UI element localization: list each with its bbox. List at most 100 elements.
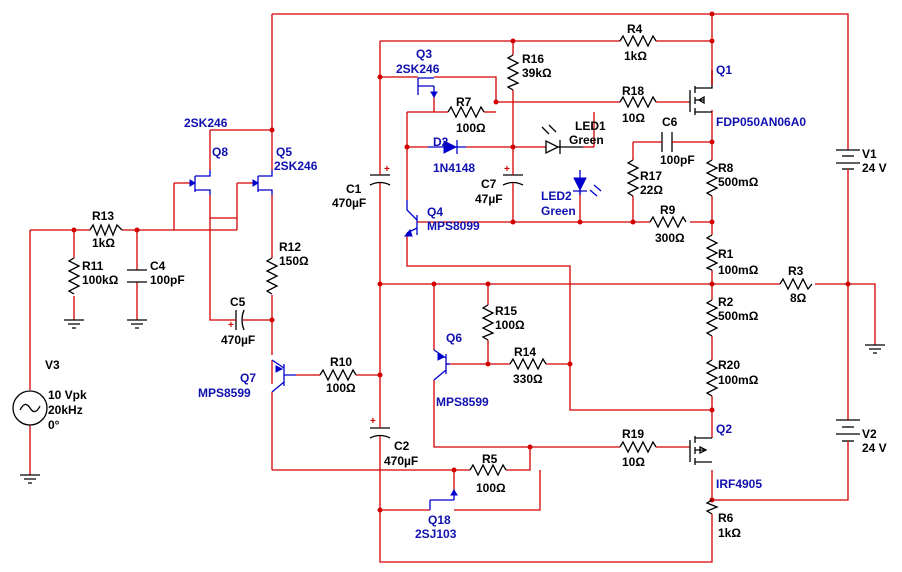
resistor-r16 [506,54,520,91]
q2-label: Q2 [716,422,732,436]
resistor-r8 [705,159,719,197]
r1-value: 100mΩ [718,263,759,277]
q5-label: Q5 [276,145,292,159]
capacitor-c1: + [369,164,391,195]
r9-label: R9 [660,203,676,217]
resistor-r6 [705,499,719,520]
led-led2 [573,170,602,197]
r2-value: 500mΩ [718,309,759,323]
resistor-r9 [649,215,687,229]
r17-label: R17 [640,169,662,183]
q8-label: Q8 [212,145,228,159]
jfet-q18 [429,489,458,510]
q1-value: FDP050AN06A0 [716,115,806,129]
resistor-r2 [705,299,719,337]
c7-label: C7 [481,177,497,191]
q7-value: MPS8599 [198,386,251,400]
r15-value: 100Ω [495,318,525,332]
led1-label: LED1 [575,119,606,133]
mosfet-q2 [689,436,712,465]
r16-label: R16 [522,52,544,66]
q18-value: 2SJ103 [415,527,457,541]
q1-label: Q1 [716,63,732,77]
r18-label: R18 [622,84,644,98]
svg-text:+: + [370,416,376,427]
r13-value: 1kΩ [92,236,115,250]
led2-value: Green [541,204,576,218]
q6-label: Q6 [446,331,462,345]
capacitor-c5: + [228,309,250,331]
r1-label: R1 [718,247,734,261]
bjt-q4 [403,200,418,237]
q4-label: Q4 [427,205,443,219]
c2-label: C2 [394,439,410,453]
r9-value: 300Ω [655,231,685,245]
r3-value: 8Ω [790,291,807,305]
resistor-r15 [481,304,495,341]
component-labels: R4 1kΩ R16 39kΩ Q3 2SK246 Q1 FDP050AN06A… [45,22,887,541]
capacitor-c2: + [369,416,391,446]
r5-label: R5 [482,452,498,466]
r11-value: 100kΩ [82,273,119,287]
r19-value: 10Ω [622,455,645,469]
c2-value: 470µF [384,454,418,468]
capacitor-c6 [658,132,676,152]
r6-value: 1kΩ [718,526,741,540]
c7-value: 47µF [475,192,503,206]
r14-value: 330Ω [513,372,543,386]
r7-label: R7 [456,95,472,109]
jfet-q3 [417,77,438,98]
c1-label: C1 [346,182,362,196]
v3-frequency: 20kHz [48,403,83,417]
resistor-r18 [619,95,657,109]
r8-value: 500mΩ [718,175,759,189]
r12-value: 150Ω [279,254,309,268]
v1-value: 24 V [862,161,887,175]
bjt-q6 [433,349,450,381]
resistor-r20 [705,359,719,397]
r20-label: R20 [718,358,740,372]
diode-d2 [428,140,466,154]
r4-label: R4 [627,22,643,36]
r10-label: R10 [330,355,352,369]
jfet-q5 [252,170,273,195]
c6-label: C6 [662,115,678,129]
svg-text:+: + [228,320,234,331]
v2-value: 24 V [862,441,887,455]
v3-label: V3 [45,358,60,372]
resistor-r10 [319,368,357,382]
q8-value: 2SK246 [184,116,228,130]
ground-symbols [20,319,885,484]
q18-label: Q18 [428,513,451,527]
r6-label: R6 [718,511,734,525]
r16-value: 39kΩ [522,66,552,80]
jfet-q8 [189,170,211,195]
q5-value: 2SK246 [274,159,318,173]
resistor-r3 [779,277,813,291]
c6-value: 100pF [660,153,695,167]
v1-label: V1 [862,147,877,161]
junction-dots [71,11,851,513]
bjt-q7 [271,359,296,393]
q7-label: Q7 [240,371,256,385]
r10-value: 100Ω [326,381,356,395]
q2-value: IRF4905 [716,477,762,491]
v3-phase: 0° [48,418,60,432]
resistor-r13 [89,223,123,237]
r2-label: R2 [718,295,734,309]
led-led1 [541,124,583,155]
q3-value: 2SK246 [396,62,440,76]
r17-value: 22Ω [640,183,663,197]
svg-text:+: + [504,164,510,175]
resistor-r7 [447,105,485,119]
d2-value: 1N4148 [433,161,475,175]
capacitor-c4 [127,269,147,283]
r15-label: R15 [495,304,517,318]
v2-label: V2 [862,427,877,441]
resistor-r17 [626,159,640,197]
resistor-r4 [619,34,657,48]
r11-label: R11 [82,259,104,273]
c4-label: C4 [150,259,166,273]
r13-label: R13 [92,209,114,223]
